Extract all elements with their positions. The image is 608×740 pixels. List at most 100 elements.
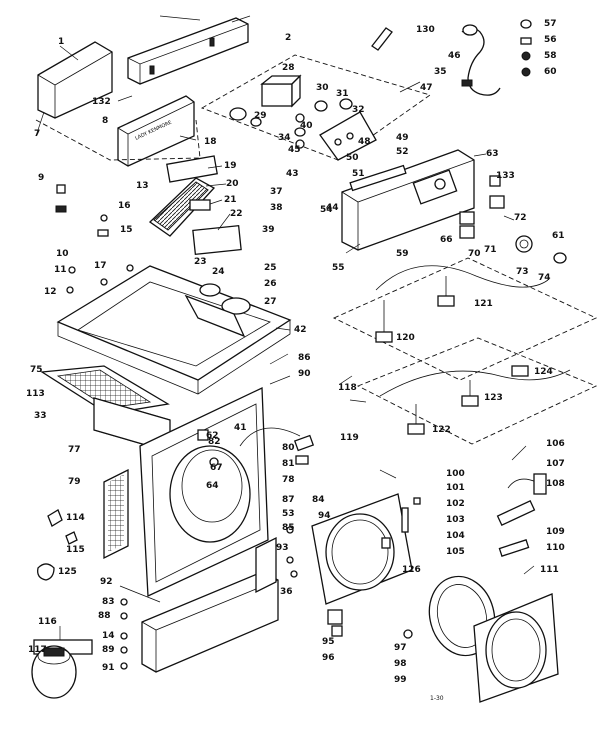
small-hardware-right [520, 19, 532, 77]
callout-85: 85 [282, 523, 295, 533]
callout-45: 45 [288, 145, 301, 155]
callout-126: 126 [402, 565, 421, 575]
louvered-grille [40, 365, 170, 415]
filter-plate [192, 224, 242, 256]
callout-118: 118 [338, 383, 357, 393]
callout-25: 25 [264, 263, 277, 273]
callout-101: 101 [446, 483, 465, 493]
callout-14: 14 [102, 631, 115, 641]
callout-36: 36 [280, 587, 293, 597]
callout-97: 97 [394, 643, 407, 653]
callout-56: 56 [544, 35, 557, 45]
pump-motor [31, 639, 93, 699]
callout-82: 82 [208, 437, 221, 447]
figure-code: 1-30 [430, 695, 444, 702]
callout-32: 32 [352, 105, 365, 115]
callout-16: 16 [118, 201, 131, 211]
callout-20: 20 [226, 179, 239, 189]
callout-109: 109 [546, 527, 565, 537]
callout-27: 27 [264, 297, 277, 307]
callout-123: 123 [484, 393, 503, 403]
callout-52: 52 [396, 147, 409, 157]
callout-44: 44 [326, 203, 339, 213]
callout-21: 21 [224, 195, 237, 205]
side-panel-79 [103, 468, 129, 560]
callout-119: 119 [340, 433, 359, 443]
callout-124: 124 [534, 367, 553, 377]
callout-46: 46 [448, 51, 461, 61]
callout-92: 92 [100, 577, 113, 587]
front-liner-panel [93, 397, 171, 453]
callout-10: 10 [56, 249, 69, 259]
door-hinge-parts [197, 427, 315, 467]
callout-102: 102 [446, 499, 465, 509]
kick-panel-upright [255, 536, 277, 594]
callout-105: 105 [446, 547, 465, 557]
callout-122: 122 [432, 425, 451, 435]
callout-22: 22 [230, 209, 243, 219]
wire-harness-lower [379, 365, 571, 435]
callout-116: 116 [38, 617, 57, 627]
callout-117: 117 [28, 645, 47, 655]
callout-13: 13 [136, 181, 149, 191]
bottom-hardware [119, 526, 298, 670]
callout-26: 26 [264, 279, 277, 289]
callout-120: 120 [396, 333, 415, 343]
callout-132: 132 [92, 97, 111, 107]
callout-37: 37 [270, 187, 283, 197]
callout-84: 84 [312, 495, 325, 505]
leader-lines [35, 15, 535, 640]
callout-41: 41 [234, 423, 247, 433]
callout-113: 113 [26, 389, 45, 399]
callout-48: 48 [358, 137, 371, 147]
outer-door [473, 593, 559, 703]
callout-47: 47 [420, 83, 433, 93]
callout-49: 49 [396, 133, 409, 143]
callout-35: 35 [434, 67, 447, 77]
callout-91: 91 [102, 663, 115, 673]
callout-90: 90 [298, 369, 311, 379]
callout-18: 18 [204, 137, 217, 147]
callout-83: 83 [102, 597, 115, 607]
callout-28: 28 [282, 63, 295, 73]
callout-107: 107 [546, 459, 565, 469]
callout-2: 2 [285, 33, 291, 43]
callout-17: 17 [94, 261, 107, 271]
console-end-cap [37, 41, 113, 119]
callout-43: 43 [286, 169, 299, 179]
lint-filter [148, 177, 216, 237]
side-hardware [37, 509, 78, 581]
callout-100: 100 [446, 469, 465, 479]
control-mounting-plate [319, 111, 377, 161]
heating-element-bar [349, 164, 407, 192]
callout-40: 40 [300, 121, 313, 131]
control-panel-backsplash: LADY KENMORE [117, 95, 195, 167]
callout-42: 42 [294, 325, 307, 335]
callout-31: 31 [336, 89, 349, 99]
power-cord [461, 24, 501, 96]
callout-1: 1 [58, 37, 64, 47]
door-inner-panel [311, 493, 413, 605]
callout-106: 106 [546, 439, 565, 449]
callout-58: 58 [544, 51, 557, 61]
callout-57: 57 [544, 19, 557, 29]
callout-133: 133 [496, 171, 515, 181]
callout-73: 73 [516, 267, 529, 277]
lint-cover [166, 155, 218, 183]
callout-15: 15 [120, 225, 133, 235]
console-top-bracket [127, 17, 249, 85]
rear-control-panel [341, 149, 475, 251]
callout-33: 33 [34, 411, 47, 421]
callout-24: 24 [212, 267, 225, 277]
door-hinge-right [496, 473, 547, 557]
washer-top-panel [56, 265, 292, 395]
knob-assembly [515, 235, 567, 264]
callout-75: 75 [30, 365, 43, 375]
callout-61: 61 [552, 231, 565, 241]
callout-111: 111 [540, 565, 559, 575]
callout-67: 67 [210, 463, 223, 473]
callout-70: 70 [468, 249, 481, 259]
callout-34: 34 [278, 133, 291, 143]
callout-71: 71 [484, 245, 497, 255]
callout-104: 104 [446, 531, 465, 541]
